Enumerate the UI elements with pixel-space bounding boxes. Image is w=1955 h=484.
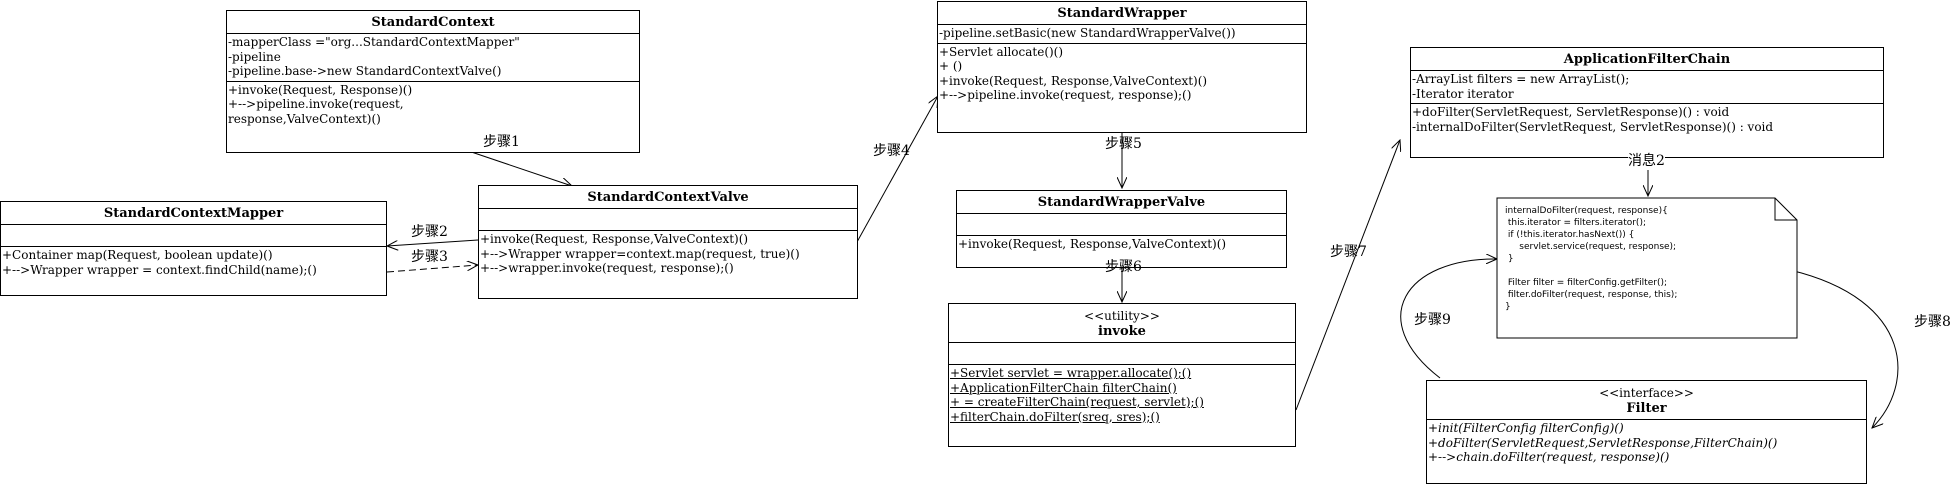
class-name: StandardWrapper bbox=[938, 2, 1306, 25]
operations-section: +invoke(Request, Response)() +-->pipelin… bbox=[227, 82, 639, 129]
operation: +doFilter(ServletRequest,ServletResponse… bbox=[1428, 435, 1778, 450]
class-standard-wrapper-valve: StandardWrapperValve +invoke(Request, Re… bbox=[956, 190, 1287, 268]
label-step8: 步骤8 bbox=[1914, 314, 1951, 330]
operation: +-->wrapper.invoke(request, response);() bbox=[480, 261, 734, 275]
operation: + = createFilterChain(request, servlet);… bbox=[950, 395, 1204, 409]
class-application-filter-chain: ApplicationFilterChain -ArrayList filter… bbox=[1410, 47, 1884, 158]
attribute: -ArrayList filters = new ArrayList(); bbox=[1412, 72, 1630, 86]
attributes-section bbox=[1, 225, 386, 247]
connector-step8 bbox=[1789, 269, 1899, 428]
stereotype: <<utility>> bbox=[1084, 309, 1160, 323]
note-line: filter.doFilter(request, response, this)… bbox=[1505, 290, 1678, 300]
class-name: StandardContext bbox=[227, 11, 639, 34]
note-line: this.iterator = filters.iterator(); bbox=[1505, 218, 1646, 228]
operation: +invoke(Request, Response,ValveContext)(… bbox=[480, 232, 749, 246]
class-name: <<interface>> Filter bbox=[1427, 381, 1866, 420]
note-line: } bbox=[1505, 254, 1514, 264]
attribute: -pipeline bbox=[228, 49, 281, 64]
note-line: internalDoFilter(request, response){ bbox=[1505, 206, 1668, 216]
class-title: Filter bbox=[1626, 401, 1667, 416]
connector-step9 bbox=[1400, 259, 1497, 379]
connector-step3 bbox=[386, 265, 478, 273]
class-standard-context-mapper: StandardContextMapper +Container map(Req… bbox=[0, 201, 387, 296]
operations-section: +init(FilterConfig filterConfig)() +doFi… bbox=[1427, 420, 1866, 467]
operation: -internalDoFilter(ServletRequest, Servle… bbox=[1412, 119, 1774, 134]
operations-section: +invoke(Request, Response,ValveContext)(… bbox=[957, 236, 1286, 254]
connector-step4 bbox=[856, 96, 938, 243]
operation: +-->pipeline.invoke(request, bbox=[228, 97, 404, 111]
operation: +invoke(Request, Response,ValveContext)(… bbox=[958, 237, 1227, 251]
operation: +invoke(Request, Response,ValveContext)(… bbox=[939, 73, 1208, 88]
attributes-section bbox=[949, 343, 1295, 365]
label-step5: 步骤5 bbox=[1105, 136, 1142, 152]
label-step3: 步骤3 bbox=[411, 249, 448, 265]
operation: +Container map(Request, boolean update)(… bbox=[2, 248, 273, 262]
operation: +-->pipeline.invoke(request, response);(… bbox=[939, 88, 1192, 102]
attributes-section bbox=[957, 214, 1286, 236]
operations-section: +doFilter(ServletRequest, ServletRespons… bbox=[1411, 104, 1883, 136]
operation: +-->Wrapper wrapper=context.map(request,… bbox=[480, 246, 800, 261]
class-filter-interface: <<interface>> Filter +init(FilterConfig … bbox=[1426, 380, 1867, 484]
operations-section: +Servlet allocate()() + () +invoke(Reque… bbox=[938, 44, 1306, 105]
operation: +-->chain.doFilter(request, response)() bbox=[1428, 450, 1670, 464]
note-line: Filter filter = filterConfig.getFilter()… bbox=[1505, 278, 1668, 288]
class-standard-wrapper: StandardWrapper -pipeline.setBasic(new S… bbox=[937, 1, 1307, 133]
connector-step2 bbox=[387, 239, 479, 246]
operation: +ApplicationFilterChain filterChain() bbox=[950, 380, 1177, 395]
operation: response,ValveContext)() bbox=[228, 111, 381, 126]
operation: + () bbox=[939, 59, 963, 73]
note-text: internalDoFilter(request, response){ thi… bbox=[1505, 205, 1785, 313]
class-name: ApplicationFilterChain bbox=[1411, 48, 1883, 71]
attributes-section bbox=[479, 209, 857, 231]
connector-step7 bbox=[1295, 140, 1400, 411]
class-title: invoke bbox=[1098, 324, 1146, 339]
attribute: -pipeline.base->new StandardContextValve… bbox=[228, 64, 502, 78]
label-step6: 步骤6 bbox=[1105, 259, 1142, 275]
attribute: -mapperClass ="org...StandardContextMapp… bbox=[228, 35, 520, 49]
operation: +init(FilterConfig filterConfig)() bbox=[1428, 421, 1624, 435]
class-name: StandardWrapperValve bbox=[957, 191, 1286, 214]
attributes-section: -ArrayList filters = new ArrayList(); -I… bbox=[1411, 71, 1883, 104]
class-invoke-utility: <<utility>> invoke +Servlet servlet = wr… bbox=[948, 303, 1296, 447]
attributes-section: -mapperClass ="org...StandardContextMapp… bbox=[227, 34, 639, 82]
operation: +Servlet allocate()() bbox=[939, 44, 1064, 59]
note-outline bbox=[1496, 197, 1798, 339]
class-name: StandardContextValve bbox=[479, 186, 857, 209]
class-standard-context-valve: StandardContextValve +invoke(Request, Re… bbox=[478, 185, 858, 299]
label-step1: 步骤1 bbox=[483, 134, 520, 150]
stereotype: <<interface>> bbox=[1599, 386, 1694, 400]
class-name: <<utility>> invoke bbox=[949, 304, 1295, 343]
operation: +filterChain.doFilter(sreq, sres);() bbox=[950, 409, 1160, 424]
note-line: servlet.service(request, response); bbox=[1505, 242, 1677, 252]
note-line: } bbox=[1505, 302, 1511, 312]
label-step4: 步骤4 bbox=[873, 143, 910, 159]
operations-section: +Container map(Request, boolean update)(… bbox=[1, 247, 386, 279]
attribute: -pipeline.setBasic(new StandardWrapperVa… bbox=[939, 26, 1236, 40]
class-name: StandardContextMapper bbox=[1, 202, 386, 225]
label-step9: 步骤9 bbox=[1414, 312, 1451, 328]
operation: +Servlet servlet = wrapper.allocate();() bbox=[950, 366, 1192, 380]
note-line: if (!this.iterator.hasNext()) { bbox=[1505, 230, 1635, 240]
operation: +-->Wrapper wrapper = context.findChild(… bbox=[2, 262, 317, 277]
operations-section: +Servlet servlet = wrapper.allocate();()… bbox=[949, 365, 1295, 426]
label-step7: 步骤7 bbox=[1330, 244, 1367, 260]
attribute: -Iterator iterator bbox=[1412, 86, 1514, 101]
label-message2: 消息2 bbox=[1628, 150, 1665, 170]
note-line bbox=[1505, 265, 1785, 277]
operation: +doFilter(ServletRequest, ServletRespons… bbox=[1412, 105, 1730, 119]
attributes-section: -pipeline.setBasic(new StandardWrapperVa… bbox=[938, 25, 1306, 44]
operation: +invoke(Request, Response)() bbox=[228, 82, 413, 97]
class-standard-context: StandardContext -mapperClass ="org...Sta… bbox=[226, 10, 640, 153]
note-fold bbox=[1774, 198, 1797, 221]
label-step2: 步骤2 bbox=[411, 224, 448, 240]
operations-section: +invoke(Request, Response,ValveContext)(… bbox=[479, 231, 857, 278]
